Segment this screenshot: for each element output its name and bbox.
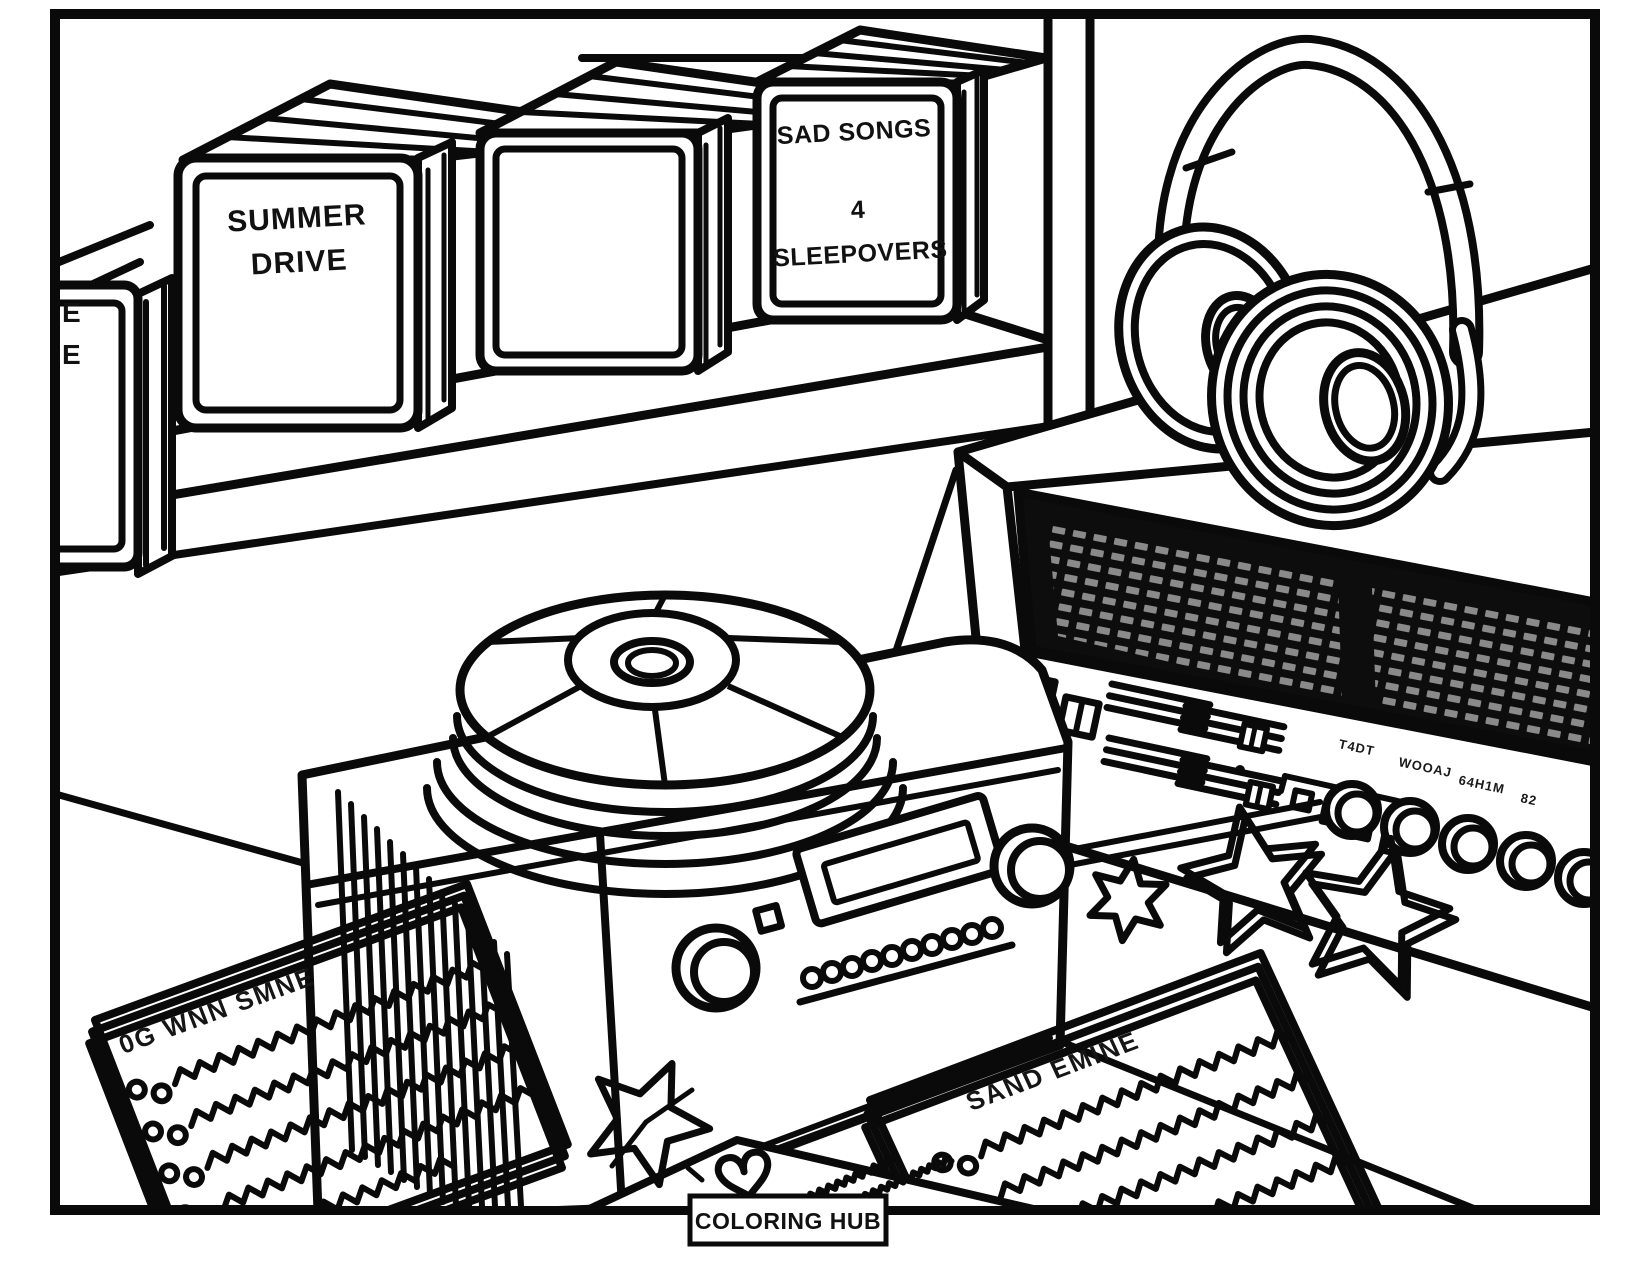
case-title: SUMMER DRIVE [226,198,367,281]
desk-edge-line-right [1058,1038,1477,1206]
body-left-front-edge [596,830,626,1206]
cd-display [792,792,1007,928]
paper-sheet-under [868,967,1385,1275]
paper-sheet-under [92,896,565,1275]
headband-segment-tick [1424,180,1474,196]
cd-panel-underline [796,941,1016,1006]
partial-case-letter: E [62,339,81,370]
knob-label: T4DT [1337,736,1376,758]
desk-wall-line-left [60,791,307,867]
equalizer-bars-right [1372,588,1590,750]
receiver-small-switch-2 [1242,778,1277,813]
cd-small-button [752,901,785,935]
heart-note-card [569,1039,1039,1206]
cd-case-sad-songs: SAD SONGS 4 SLEEPOVERS [752,25,1051,325]
shelf-board-front-edge [60,342,1053,519]
headband-inner [1162,42,1476,361]
receiver-trim-line [1041,813,1329,873]
receiver-vent-slats [1100,734,1211,786]
case-side-panel [414,138,456,432]
cd-knob-left-inner [690,938,758,1006]
headband-segment-tick [1182,148,1236,172]
case-label-area [492,145,686,359]
case-title-line: DRIVE [250,243,348,281]
case-title-line: SUMMER [226,198,367,238]
case-label-area [60,299,126,553]
cd-case-blank [475,57,913,376]
partial-case-letter: E [62,297,81,328]
receiver-knobs [1322,780,1590,908]
case-title-line: 4 [850,196,866,225]
receiver-knob-inner [1334,790,1380,836]
body-top-front-edge [302,744,1070,889]
cd-disc [455,590,875,790]
knob-label: 82 [1519,790,1538,808]
case-label-area [769,94,945,308]
badge-label: COLORING HUB [695,1208,881,1234]
paper-sheet-under [89,907,562,1275]
origami-star-facet [643,1087,695,1125]
receiver-knob-inner [1508,841,1554,887]
earcup-yoke-inner [1434,324,1478,478]
receiver-vent-slats [1103,680,1214,732]
paper-lines [127,956,551,1206]
receiver-trim-line [1035,799,1323,859]
receiver-indicator-dot [1235,765,1245,775]
right-earcup [1207,269,1453,531]
disc-hole-inner [625,647,679,679]
origami-star-tick [685,1165,705,1183]
receiver-knob-inner [1392,807,1438,853]
cd-track-buttons [800,916,1004,990]
cd-case-partial: E E [60,221,176,578]
receiver-small-switch-1 [1236,720,1271,755]
headphones [1114,34,1485,531]
brand-badge: COLORING HUB [687,1193,889,1247]
cd-knob-right-inner [1007,837,1073,903]
origami-star-facet [609,1119,649,1169]
disc-sector-lines [485,593,844,786]
cd-player-controls [671,792,1075,1013]
badge-box [687,1193,889,1247]
receiver-knob-inner [1566,858,1590,904]
paper-sheet [95,884,568,1275]
cd-player [297,590,1075,1206]
paper-sheet [870,953,1387,1275]
shelf-board-underside-edge [60,416,1094,576]
case-top-line [60,221,154,266]
receiver-knob-inner [1450,824,1496,870]
equalizer-bars-left [1048,525,1342,702]
case-top-stripes [785,37,1031,79]
case-label-area [192,172,404,414]
